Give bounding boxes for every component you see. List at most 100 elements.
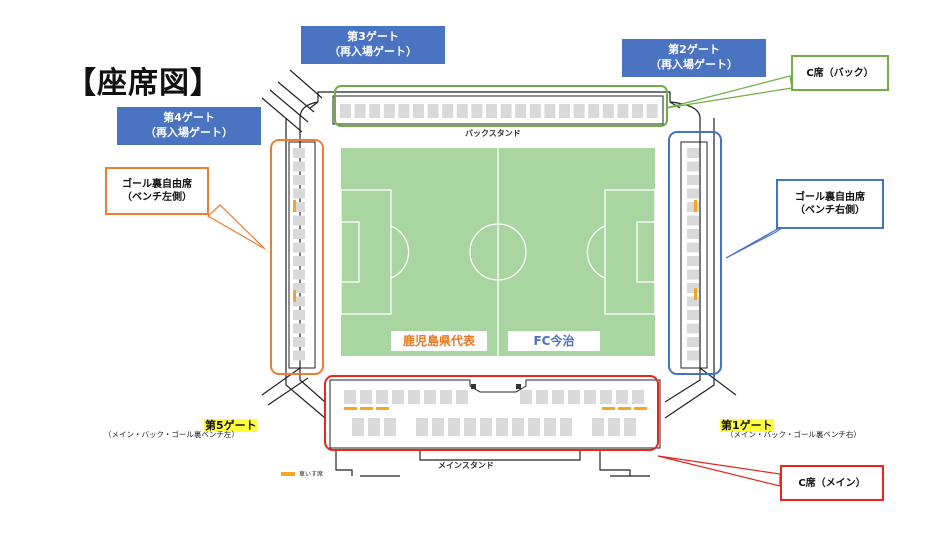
left-seat-block — [293, 310, 305, 320]
right-seat-block — [687, 310, 699, 320]
gate2-line2: （再入場ゲート） — [650, 58, 738, 71]
right-seat-block — [687, 148, 699, 158]
team-right-label: FC今治 — [508, 331, 600, 351]
right-seat-block — [687, 323, 699, 334]
wheelchair-seat — [293, 200, 296, 212]
wheelchair-swatch — [281, 471, 295, 476]
main-seat-block — [392, 390, 404, 404]
concourse-outline — [261, 69, 737, 477]
c-main-label: C席（メイン） — [798, 477, 866, 489]
main-seat-block — [616, 390, 628, 404]
c-back-callout: C席（バック） — [791, 55, 889, 91]
gate5-note: （メイン・バック・ゴール裏ベンチ左） — [104, 430, 239, 439]
right-seat-block — [687, 242, 699, 253]
right-seat-block — [687, 202, 699, 212]
main-seat-block — [432, 418, 444, 436]
main-stand-seats — [344, 390, 647, 436]
right-seat-block — [687, 296, 699, 307]
left-seat-block — [293, 323, 305, 334]
main-seat-block — [480, 418, 492, 436]
back-stand-label: バックスタンド — [465, 129, 521, 138]
left-seat-block — [293, 283, 305, 293]
wheelchair-seat — [618, 407, 631, 410]
wheelchair-seat — [634, 407, 647, 410]
bench-marker-right — [516, 384, 521, 389]
gate1-label: 第1ゲート — [720, 419, 774, 432]
gate2-line1: 第2ゲート — [668, 43, 720, 56]
right-seat-block — [687, 175, 699, 185]
left-seat-block — [293, 337, 305, 347]
right-seat-block — [687, 215, 699, 226]
left-seat-block — [293, 242, 305, 253]
back-seat-block — [486, 104, 497, 118]
main-seat-block — [424, 390, 436, 404]
main-seat-block — [632, 390, 644, 404]
main-seat-block — [608, 418, 620, 436]
back-seat-block — [354, 104, 366, 118]
left-seat-block — [293, 229, 305, 239]
main-seat-block — [552, 390, 564, 404]
pitch-markings — [340, 148, 656, 356]
left-seat-block — [293, 350, 305, 361]
gate4-box: 第4ゲート （再入場ゲート） — [117, 107, 261, 145]
gate1-note: （メイン・バック・ゴール裏ベンチ右） — [726, 430, 861, 439]
right-goal-seats — [687, 148, 699, 361]
main-seat-block — [560, 418, 572, 436]
back-stand — [332, 95, 664, 125]
main-seat-block — [592, 418, 604, 436]
right-seat-block — [687, 350, 699, 361]
back-seat-block — [602, 104, 614, 118]
left-seat-block — [293, 215, 305, 226]
goal-right-callout: ゴール裏自由席 （ベンチ右側） — [776, 179, 884, 229]
main-seat-block — [360, 390, 372, 404]
c-main-callout: C席（メイン） — [780, 465, 884, 501]
left-seat-block — [293, 148, 305, 158]
main-seat-block — [440, 390, 452, 404]
left-goal-seats — [293, 148, 305, 361]
back-seat-block — [471, 104, 483, 118]
right-seat-block — [687, 269, 699, 280]
back-seat-block — [544, 104, 556, 118]
left-seat-block — [293, 175, 305, 185]
main-seat-block — [352, 418, 364, 436]
back-seat-block — [515, 104, 527, 118]
goal-right-line1: ゴール裏自由席 — [795, 192, 865, 203]
goal-left-line1: ゴール裏自由席 — [122, 179, 192, 190]
goal-left-line2: （ベンチ左側） — [122, 192, 192, 203]
main-seat-block — [464, 418, 476, 436]
wheelchair-seat — [344, 407, 357, 410]
back-stand-seats — [340, 104, 658, 118]
back-seat-block — [632, 104, 643, 118]
main-seat-block — [600, 390, 612, 404]
back-seat-block — [500, 104, 512, 118]
right-goal-stand — [680, 141, 708, 369]
main-seat-block — [376, 390, 388, 404]
gate3-line1: 第3ゲート — [347, 30, 399, 43]
c-main-outline — [324, 375, 659, 451]
main-seat-block — [512, 418, 524, 436]
main-seat-block — [456, 390, 468, 404]
left-seat-block — [293, 161, 305, 172]
gate1: 第1ゲート — [720, 414, 774, 433]
wheelchair-seat — [694, 288, 697, 300]
back-seat-block — [529, 104, 541, 118]
left-seat-block — [293, 296, 305, 307]
wheelchair-seat — [360, 407, 373, 410]
goal-left-outline — [270, 139, 324, 375]
legend: 車いす席 — [281, 469, 323, 478]
back-seat-block — [383, 104, 395, 118]
c-back-outline — [334, 85, 668, 127]
gate2-box: 第2ゲート （再入場ゲート） — [622, 39, 766, 77]
goal-right-outline — [668, 131, 722, 375]
main-seat-block — [448, 418, 460, 436]
main-stand-label: メインスタンド — [438, 461, 494, 470]
left-seat-block — [293, 256, 305, 266]
main-stand — [329, 379, 661, 449]
main-seat-block — [544, 418, 556, 436]
back-seat-block — [369, 104, 381, 118]
back-seat-block — [413, 104, 424, 118]
gate4-line2: （再入場ゲート） — [145, 126, 233, 139]
main-seat-block — [368, 418, 380, 436]
team-left-label: 鹿児島県代表 — [391, 331, 487, 351]
